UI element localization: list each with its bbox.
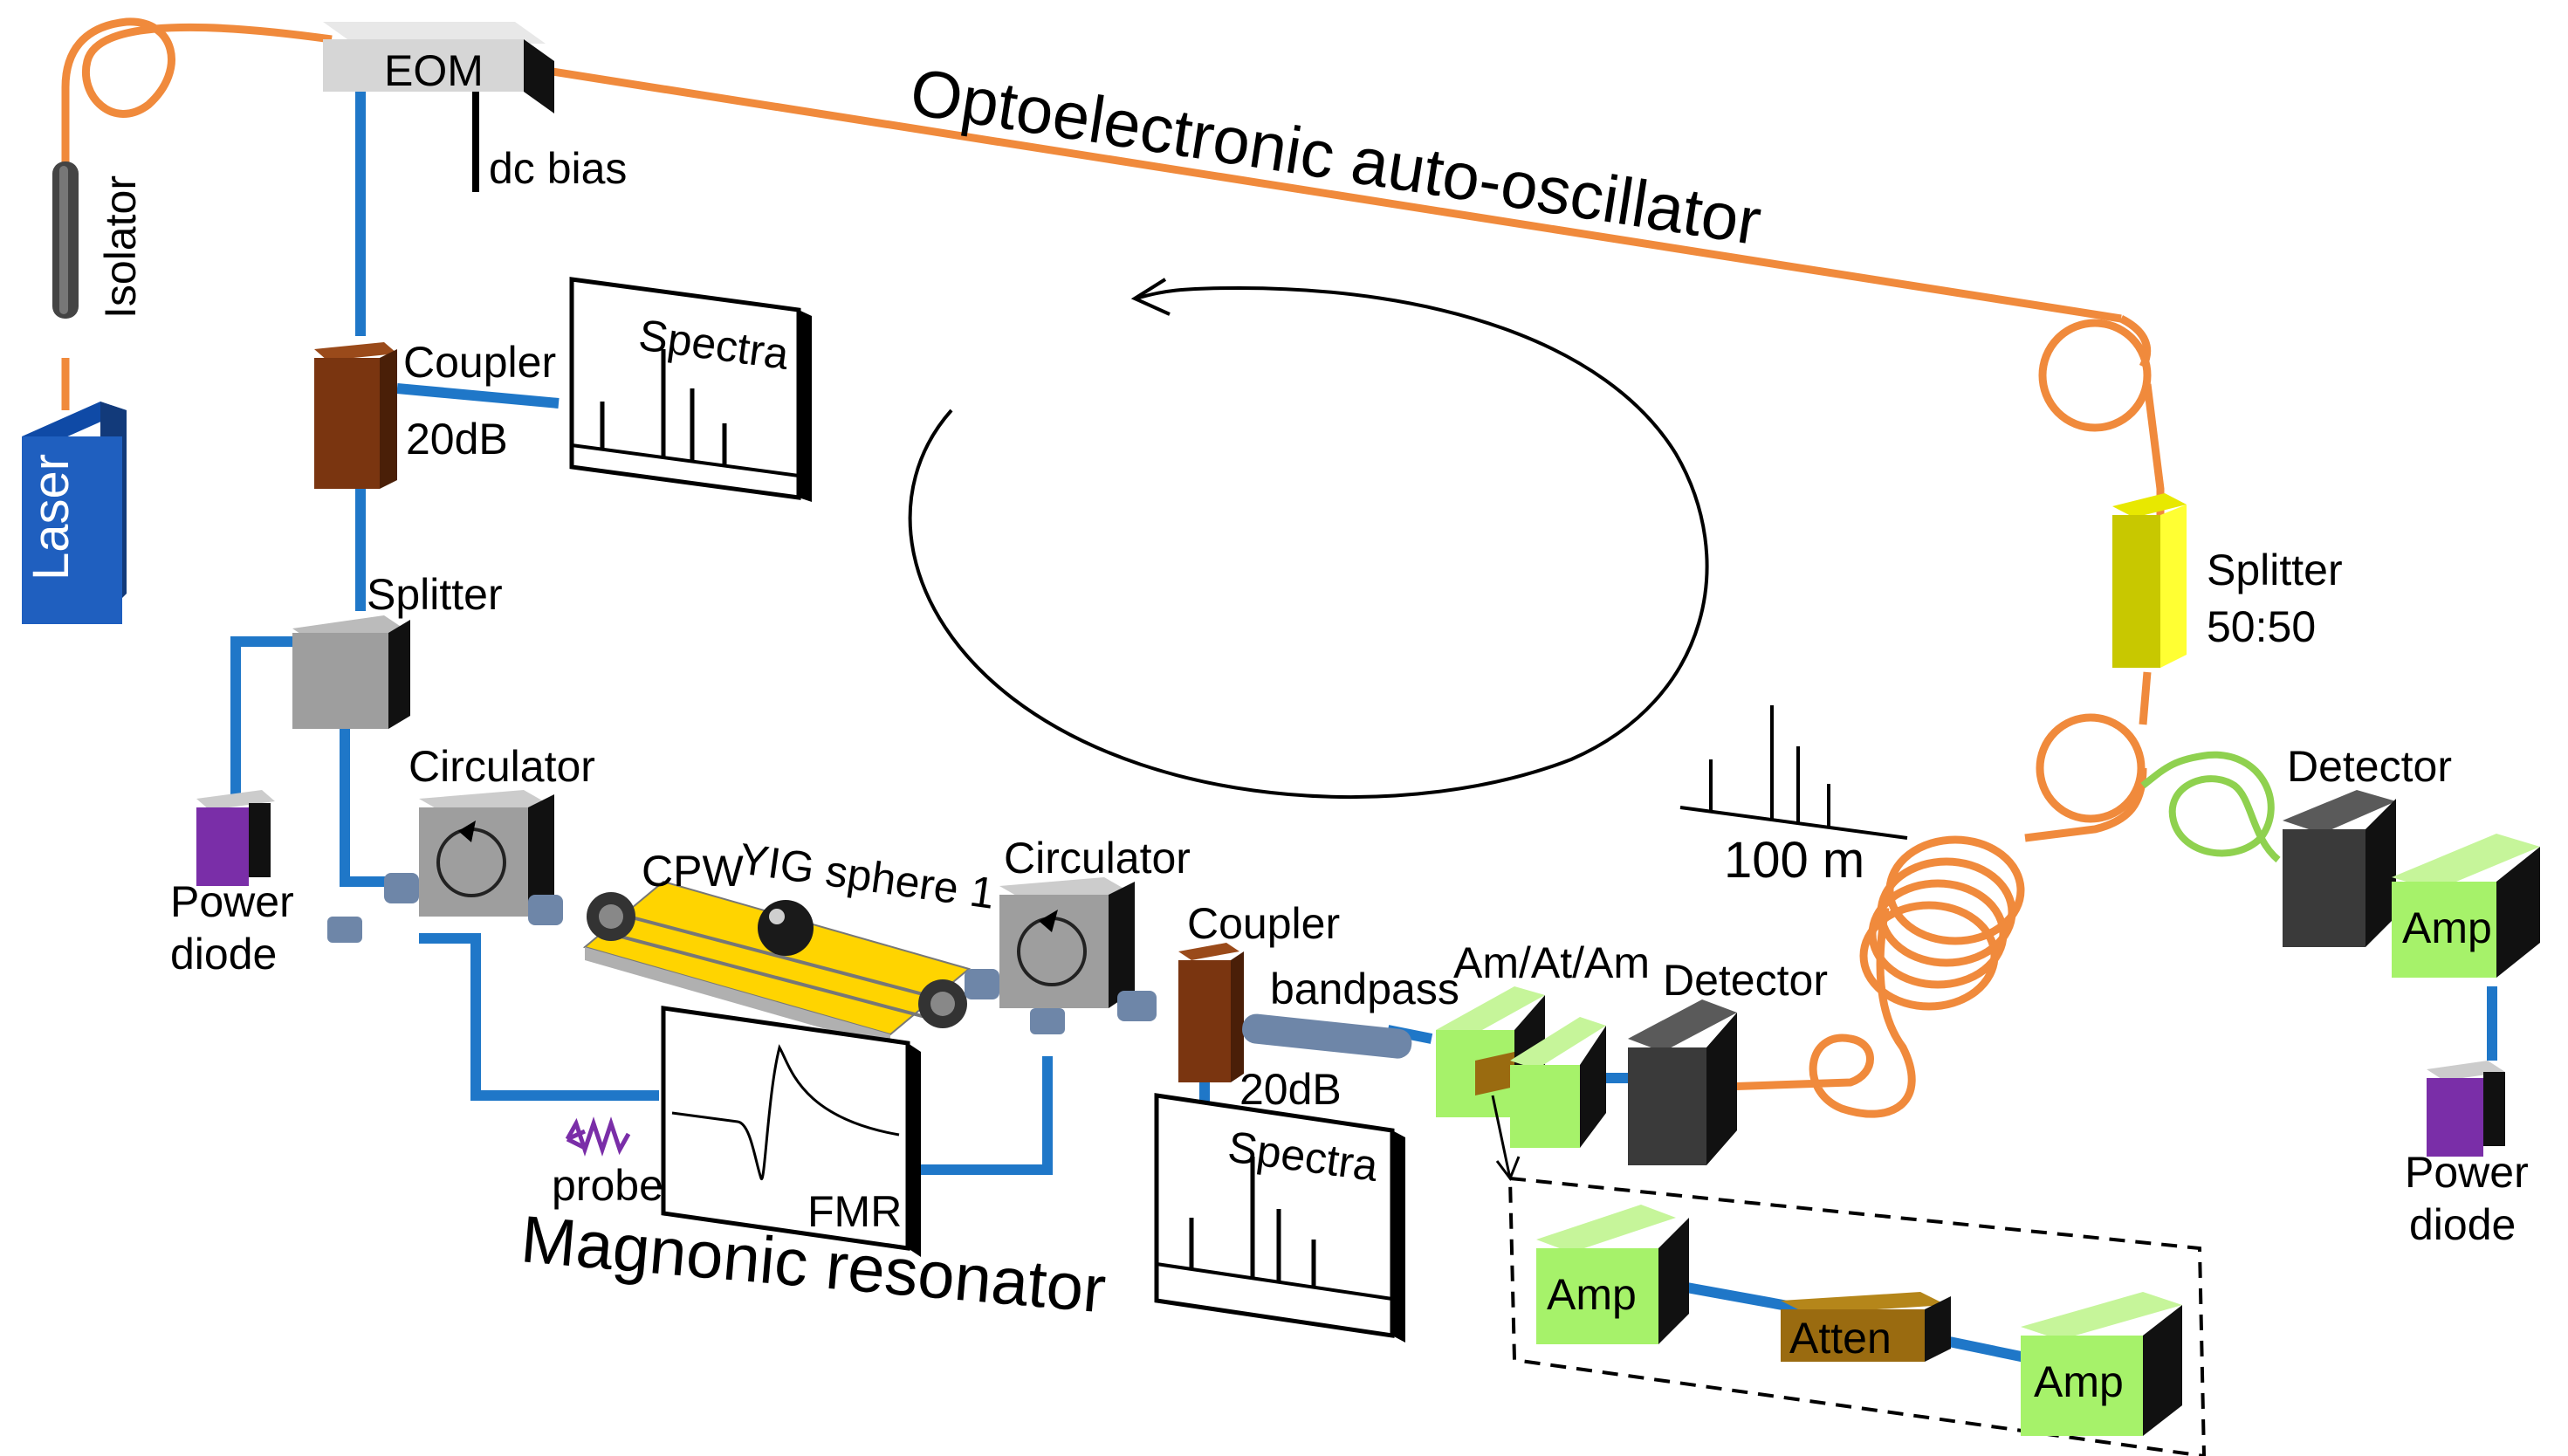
power-diode-right-label-2: diode [2409,1200,2516,1249]
am-at-am-label: Am/At/Am [1453,938,1650,987]
coupler-top-label: Coupler [403,338,556,387]
eom: EOM dc bias [323,22,627,193]
splitter-left: Splitter [292,570,503,729]
fiber-length-label: 100 m [1724,832,1864,889]
splitter-left-label: Splitter [367,570,503,619]
splitter-right-label-1: Splitter [2207,546,2343,594]
inset-amp-2-label: Amp [2034,1357,2124,1406]
fiber-pulse-train: 100 m [1679,705,1908,889]
amp-right-label: Amp [2402,903,2492,952]
fmr-label: FMR [807,1187,902,1236]
amp-chain-inset: Amp Atten Amp [1507,1176,2207,1456]
eom-label: EOM [384,46,484,95]
coupler-top: Coupler 20dB [314,338,556,489]
power-diode-right-label-1: Power [2405,1148,2529,1197]
power-diode-left-label-1: Power [170,877,294,926]
circulator-left: Circulator [327,742,595,943]
circulator-right: Circulator [965,834,1191,1034]
splitter-right: Splitter 50:50 [2112,493,2343,668]
spectra-bottom: Spectra [1154,1093,1405,1343]
cpw-board: CPW [582,847,972,1047]
circulator-left-label: Circulator [409,742,595,791]
detector-right: Detector [2283,742,2452,947]
cpw-label: CPW [642,847,744,896]
detector-bottom: Detector [1628,956,1828,1165]
amp-right: Amp [2392,834,2540,978]
loop-title: Optoelectronic auto-oscillator [905,55,1766,260]
am-at-am: Am/At/Am [1436,938,1650,1182]
power-diode-right: Power diode [2405,1061,2529,1249]
bandpass-label: bandpass [1270,965,1459,1013]
power-diode-left: Power diode [170,790,294,979]
coupler-bottom-label: Coupler [1187,899,1340,948]
isolator-label: Isolator [96,175,145,319]
optical-fiber-loop [61,17,2165,1118]
isolator: Isolator [52,161,145,319]
probe-label: probe [552,1161,663,1210]
detector-right-label: Detector [2287,742,2452,791]
spectra-top: Spectra [569,277,812,502]
bandpass-filter: bandpass [1242,965,1459,1059]
circulator-right-label: Circulator [1004,834,1191,883]
splitter-right-label-2: 50:50 [2207,602,2316,651]
dc-bias-label: dc bias [489,144,627,193]
coupler-top-db: 20dB [406,415,508,464]
rf-cables [230,87,2497,1363]
yig-sphere: YIG sphere 1 [736,834,998,956]
green-fiber [2140,751,2281,863]
probe: probe [552,1116,663,1210]
circulation-arrow [908,278,1709,800]
detector-bottom-label: Detector [1663,956,1828,1005]
coupler-bottom-db: 20dB [1239,1065,1342,1114]
laser-label: Laser [23,454,79,580]
fmr-plot: FMR [661,1006,921,1257]
power-diode-left-label-2: diode [170,930,277,979]
coupler-bottom: Coupler 20dB [1178,899,1342,1114]
laser: Laser [22,402,127,624]
inset-amp-1-label: Amp [1547,1270,1637,1319]
inset-atten-label: Atten [1789,1314,1892,1363]
